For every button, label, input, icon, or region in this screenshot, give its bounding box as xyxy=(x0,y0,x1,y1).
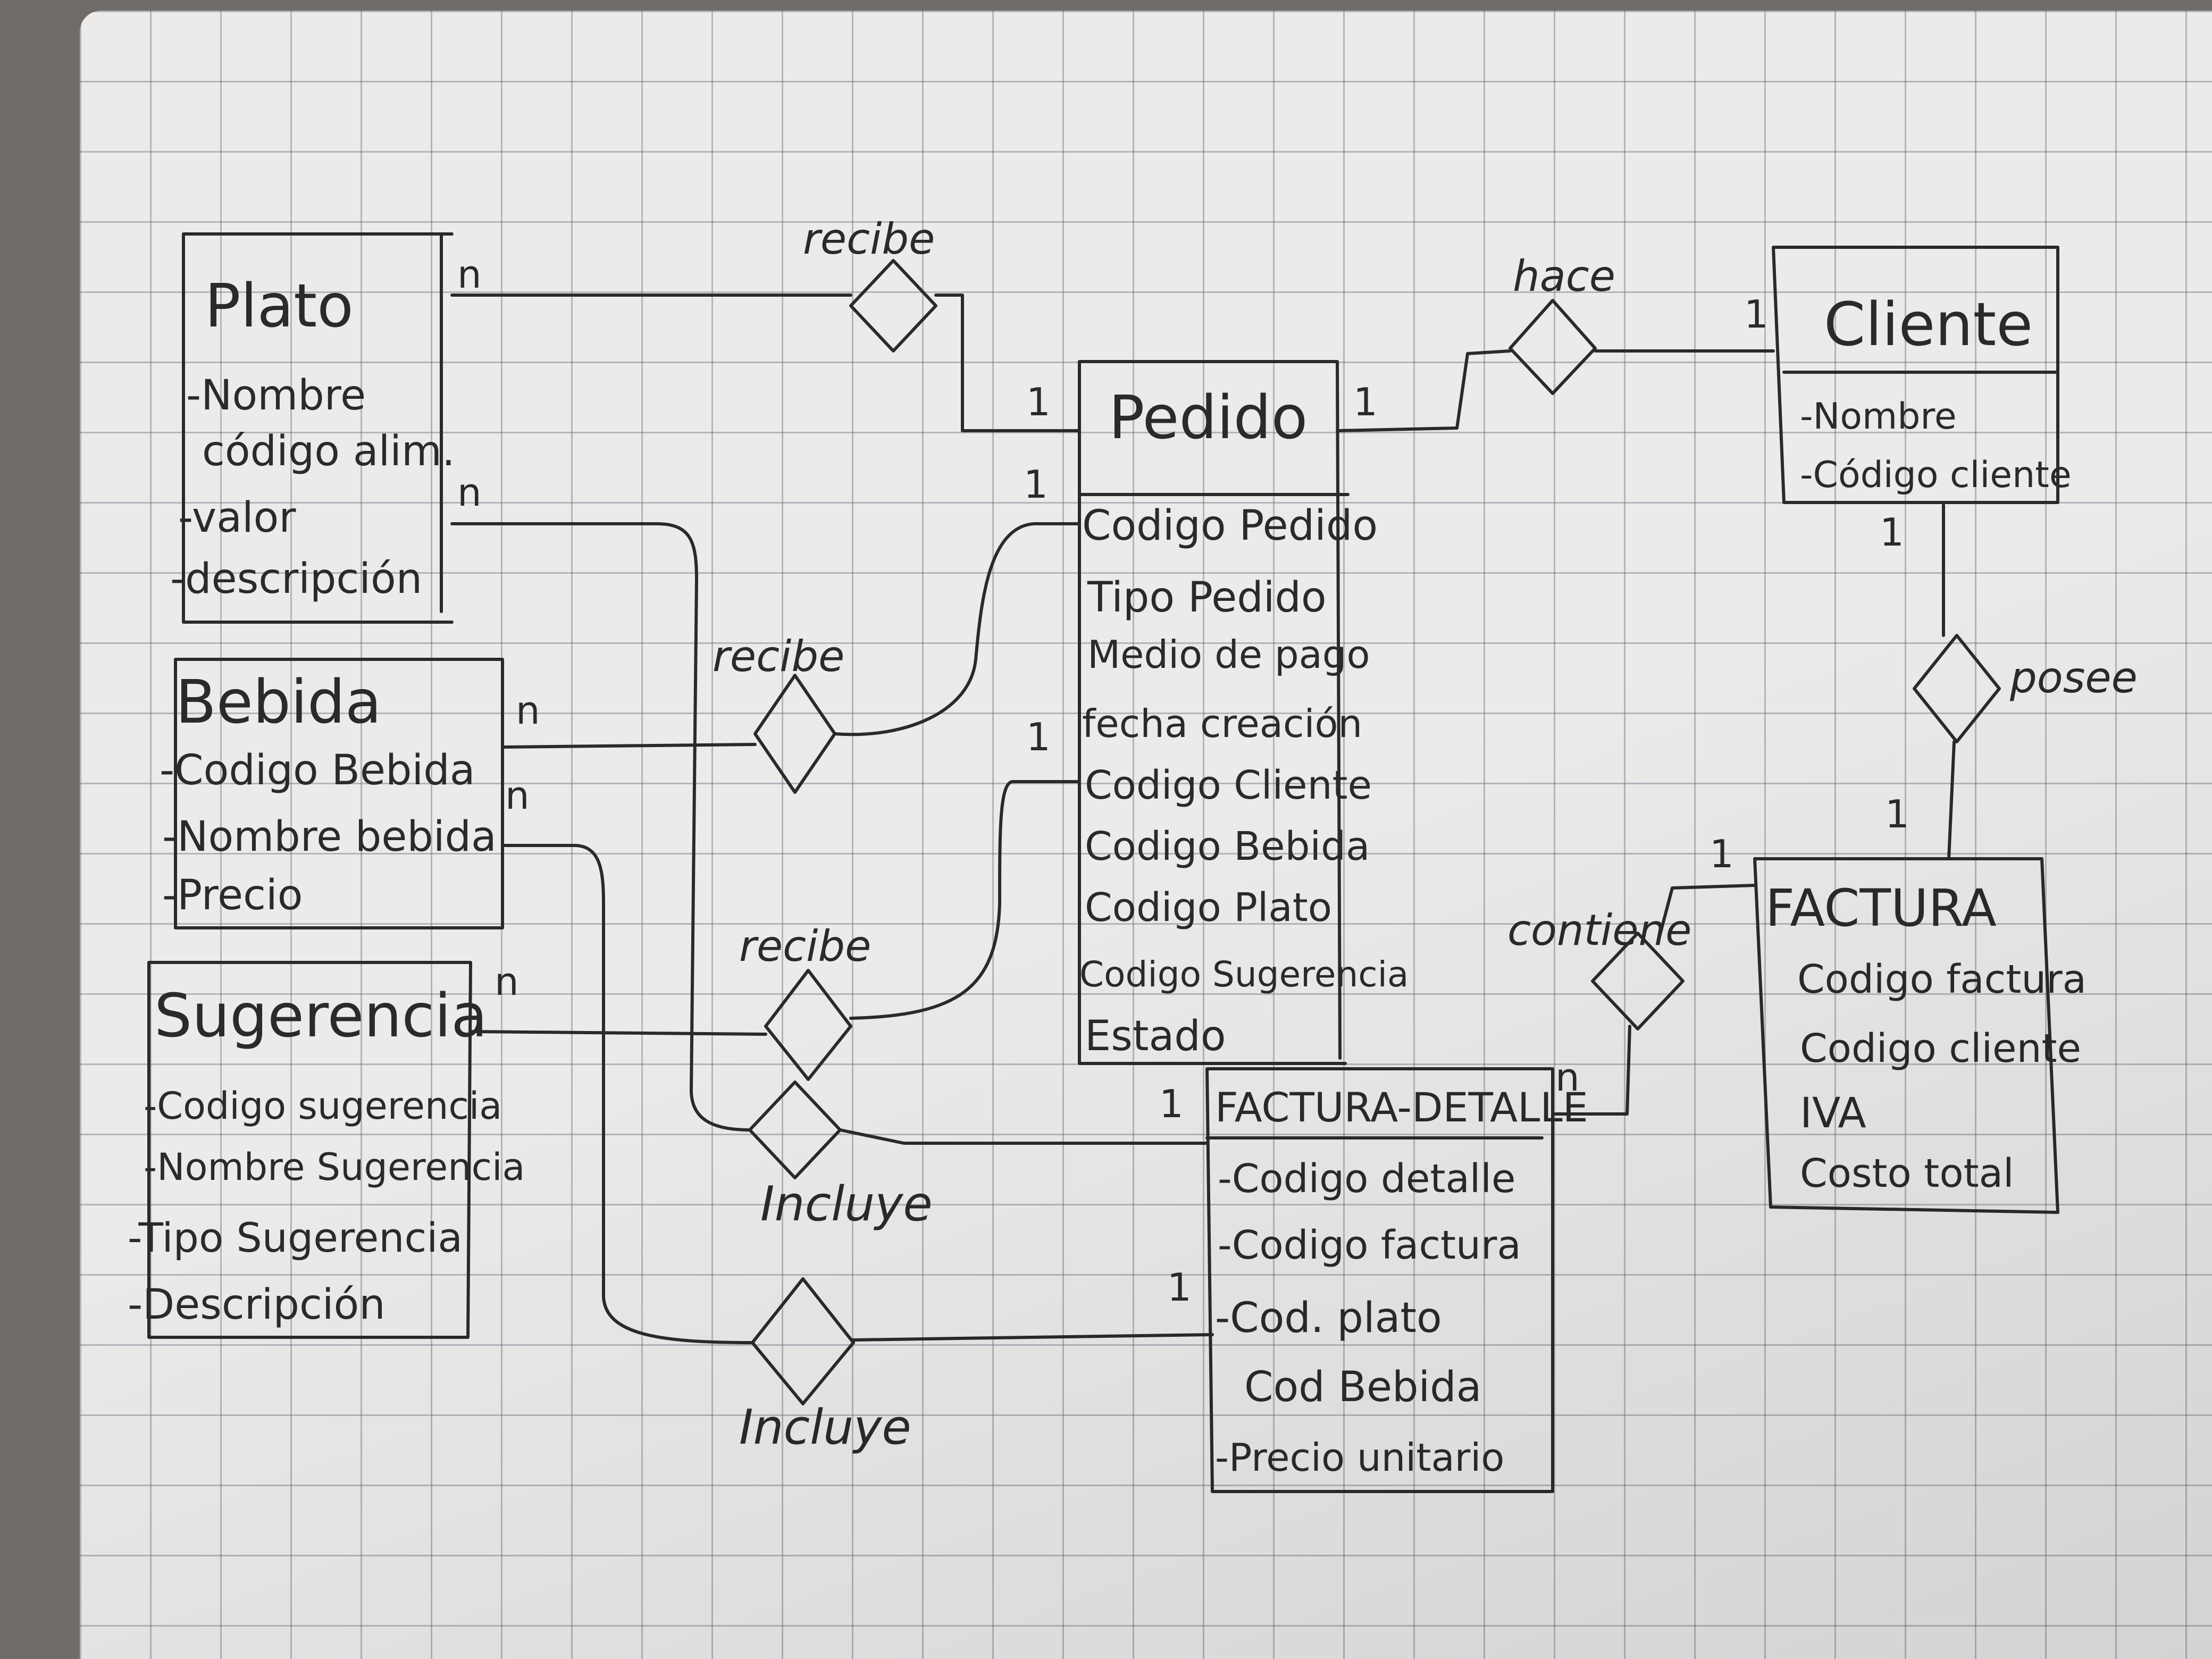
incluye-1-detalle-line xyxy=(839,1128,1209,1145)
recibe-bebida-diamond xyxy=(753,674,836,794)
card-plato-incluye: n xyxy=(457,470,482,515)
hace-diamond xyxy=(1509,299,1597,395)
card-cliente-hace: 1 xyxy=(1744,292,1769,337)
card-plato-recibe: n xyxy=(457,252,482,297)
bebida-attr-precio: -Precio xyxy=(162,872,303,919)
plato-box xyxy=(182,232,454,624)
connector-lines xyxy=(450,294,1956,1344)
card-sugerencia-recibe: n xyxy=(495,959,519,1004)
detalle-attr-cod-plato: -Cod. plato xyxy=(1215,1294,1442,1342)
pedido-box xyxy=(1078,360,1350,1065)
sugerencia-attr-tipo: -Tipo Sugerencia xyxy=(128,1214,463,1261)
card-pedido-recibe-sugerencia: 1 xyxy=(1026,715,1051,759)
posee-factura-line xyxy=(1947,740,1956,860)
pedido-attr-medio-pago: Medio de pago xyxy=(1087,632,1370,677)
detalle-title: FACTURA-DETALLE xyxy=(1215,1084,1588,1131)
sugerencia-attr-nombre: -Nombre Sugerencia xyxy=(144,1145,525,1189)
detalle-box xyxy=(1205,1067,1554,1493)
card-pedido-recibe-bebida: 1 xyxy=(1024,462,1048,507)
sugerencia-box xyxy=(147,961,472,1339)
detalle-attr-cod-bebida: Cod Bebida xyxy=(1244,1363,1482,1411)
cliente-title: Cliente xyxy=(1824,290,2033,359)
graph-paper-sheet xyxy=(80,11,2212,1659)
pedido-attr-fecha: fecha creación xyxy=(1082,701,1363,746)
posee-label: posee xyxy=(2010,653,2138,702)
pedido-attr-tipo-pedido: Tipo Pedido xyxy=(1087,574,1327,622)
card-detalle-contiene: n xyxy=(1555,1055,1580,1100)
plato-title: Plato xyxy=(205,272,354,341)
sugerencia-recibe-line xyxy=(469,1030,767,1036)
card-bebida-recibe: n xyxy=(516,688,540,733)
card-detalle-incluye-1: 1 xyxy=(1159,1082,1184,1126)
cliente-attr-nombre: -Nombre xyxy=(1800,396,1957,438)
plato-incluye-line xyxy=(450,522,751,1132)
detalle-attr-precio-unitario: -Precio unitario xyxy=(1215,1435,1505,1480)
plato-attr-nombre: -Nombre xyxy=(186,372,366,420)
contiene-detalle-line xyxy=(1551,1025,1631,1116)
card-bebida-incluye: n xyxy=(505,773,530,818)
card-cliente-posee: 1 xyxy=(1880,510,1904,555)
pedido-attr-estado: Estado xyxy=(1085,1012,1226,1060)
recibe-plato-label: recibe xyxy=(803,214,935,264)
card-factura-contiene: 1 xyxy=(1710,832,1734,876)
incluye-2-detalle-line xyxy=(852,1333,1214,1342)
detalle-attr-codigo-factura: -Codigo factura xyxy=(1218,1222,1521,1268)
incluye-1-diamond xyxy=(748,1080,842,1179)
hace-label: hace xyxy=(1513,252,1615,301)
pedido-title: Pedido xyxy=(1109,383,1308,453)
cliente-box xyxy=(1772,246,2059,504)
card-factura-posee: 1 xyxy=(1885,792,1909,836)
pedido-attr-codigo-cliente: Codigo Cliente xyxy=(1085,763,1372,808)
recibe-sugerencia-diamond xyxy=(764,969,852,1081)
bebida-incluye-line xyxy=(501,844,754,1344)
pedido-recibe-bebida-line xyxy=(833,522,1081,736)
recibe-bebida-label: recibe xyxy=(713,632,845,681)
sugerencia-attr-descripcion: -Descripción xyxy=(128,1281,386,1329)
pedido-hace-line xyxy=(1336,349,1512,432)
entity-boxes xyxy=(147,232,2059,1493)
bebida-attr-codigo: -Codigo Bebida xyxy=(160,747,475,794)
pedido-attr-codigo-bebida: Codigo Bebida xyxy=(1085,824,1370,869)
relationship-diamonds xyxy=(748,259,2001,1405)
detalle-attr-codigo-detalle: -Codigo detalle xyxy=(1218,1156,1516,1202)
posee-diamond xyxy=(1913,634,2001,743)
card-detalle-incluye-2: 1 xyxy=(1167,1265,1192,1310)
plato-recibe-line xyxy=(450,294,1081,432)
bebida-attr-nombre: -Nombre bebida xyxy=(162,813,497,861)
cliente-attr-codigo: -Código cliente xyxy=(1800,454,2072,496)
card-pedido-hace: 1 xyxy=(1353,380,1378,424)
factura-box xyxy=(1753,857,2059,1214)
recibe-sugerencia-label: recibe xyxy=(739,921,872,971)
plato-attr-descripcion: -descripción xyxy=(170,555,423,603)
factura-attr-codigo-factura: Codigo factura xyxy=(1797,957,2087,1002)
card-pedido-recibe-plato: 1 xyxy=(1026,380,1051,424)
sugerencia-attr-codigo: -Codigo sugerencia xyxy=(144,1084,502,1128)
plato-attr-valor: -valor xyxy=(178,494,296,542)
bebida-recibe-line xyxy=(501,743,757,749)
recibe-plato-diamond xyxy=(849,259,937,353)
contiene-label: contiene xyxy=(1507,906,1692,955)
pedido-recibe-sugerencia-line xyxy=(849,780,1081,1020)
sugerencia-title: Sugerencia xyxy=(154,982,488,1051)
factura-attr-costo-total: Costo total xyxy=(1800,1151,2014,1196)
factura-title: FACTURA xyxy=(1765,878,1997,938)
pedido-attr-codigo-plato: Codigo Plato xyxy=(1085,885,1333,931)
bebida-title: Bebida xyxy=(175,668,382,737)
incluye-2-diamond xyxy=(751,1277,855,1405)
bebida-box xyxy=(174,658,504,929)
factura-attr-iva: IVA xyxy=(1800,1090,1866,1137)
incluye-1-label: Incluye xyxy=(760,1176,933,1232)
pedido-attr-codigo-pedido: Codigo Pedido xyxy=(1082,502,1378,550)
factura-attr-codigo-cliente: Codigo cliente xyxy=(1800,1026,2082,1071)
pedido-attr-codigo-sugerencia: Codigo Sugerencia xyxy=(1079,954,1409,995)
factura-contiene-line xyxy=(1657,884,1756,940)
contiene-diamond xyxy=(1591,932,1685,1030)
incluye-2-label: Incluye xyxy=(739,1400,911,1455)
plato-attr-codigo: código alim. xyxy=(202,428,455,475)
